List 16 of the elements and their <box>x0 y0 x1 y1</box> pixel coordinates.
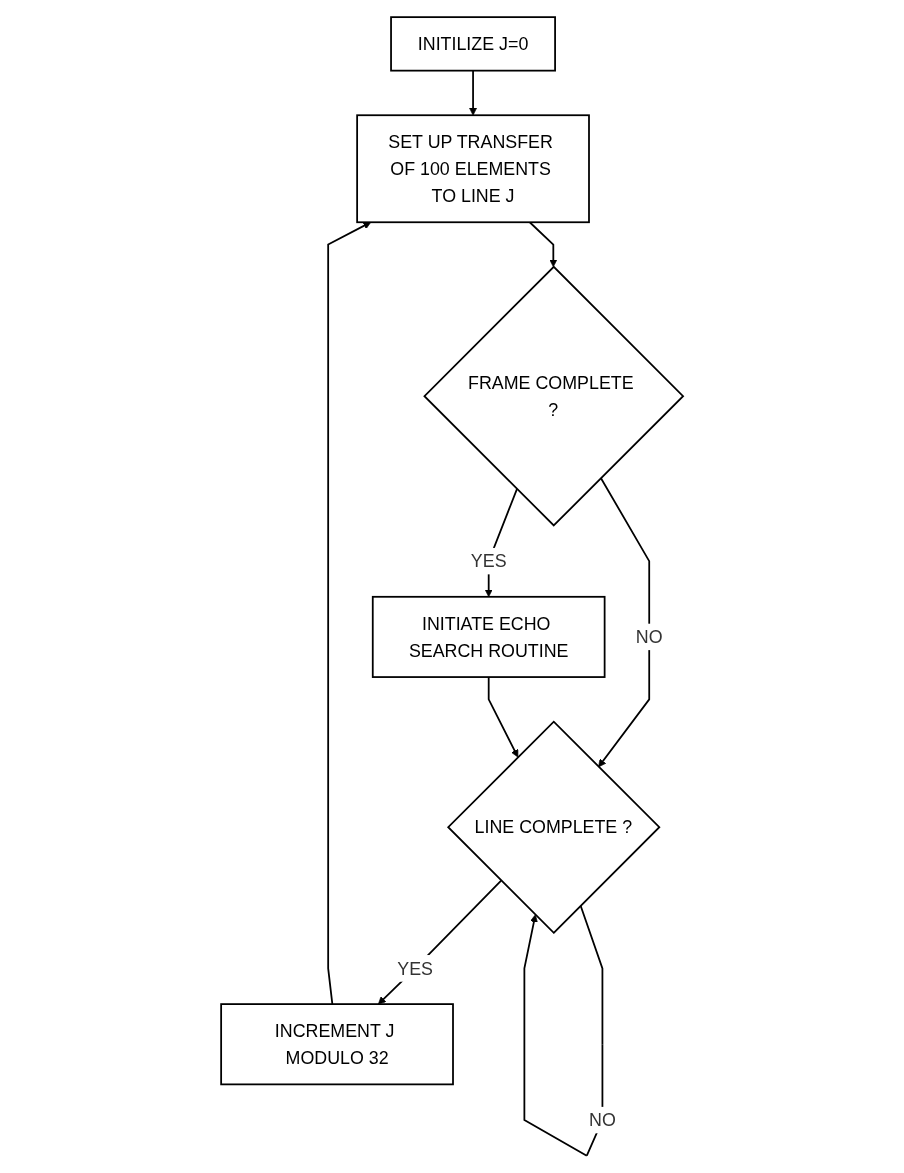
edge-label: NO <box>588 1110 616 1130</box>
node-box: INCREMENT J MODULO 32 <box>220 1003 454 1086</box>
arrow <box>327 221 372 1005</box>
node-diamond: LINE COMPLETE ? <box>446 720 661 935</box>
node-box: SET UP TRANSFER OF 100 ELEMENTS TO LINE J <box>356 114 590 224</box>
edge-label: YES <box>397 958 433 979</box>
edge-label: NO <box>635 627 663 647</box>
node-box: INITILIZE J=0 <box>390 16 556 72</box>
arrow <box>377 879 502 1005</box>
arrow <box>528 221 558 268</box>
edge-label: YES <box>470 551 507 571</box>
node-diamond: FRAME COMPLETE ? <box>423 265 685 527</box>
node-box: INITIATE ECHO SEARCH ROUTINE <box>371 595 606 678</box>
arrow <box>469 69 477 116</box>
arrow <box>598 477 650 768</box>
arrow <box>487 676 519 758</box>
